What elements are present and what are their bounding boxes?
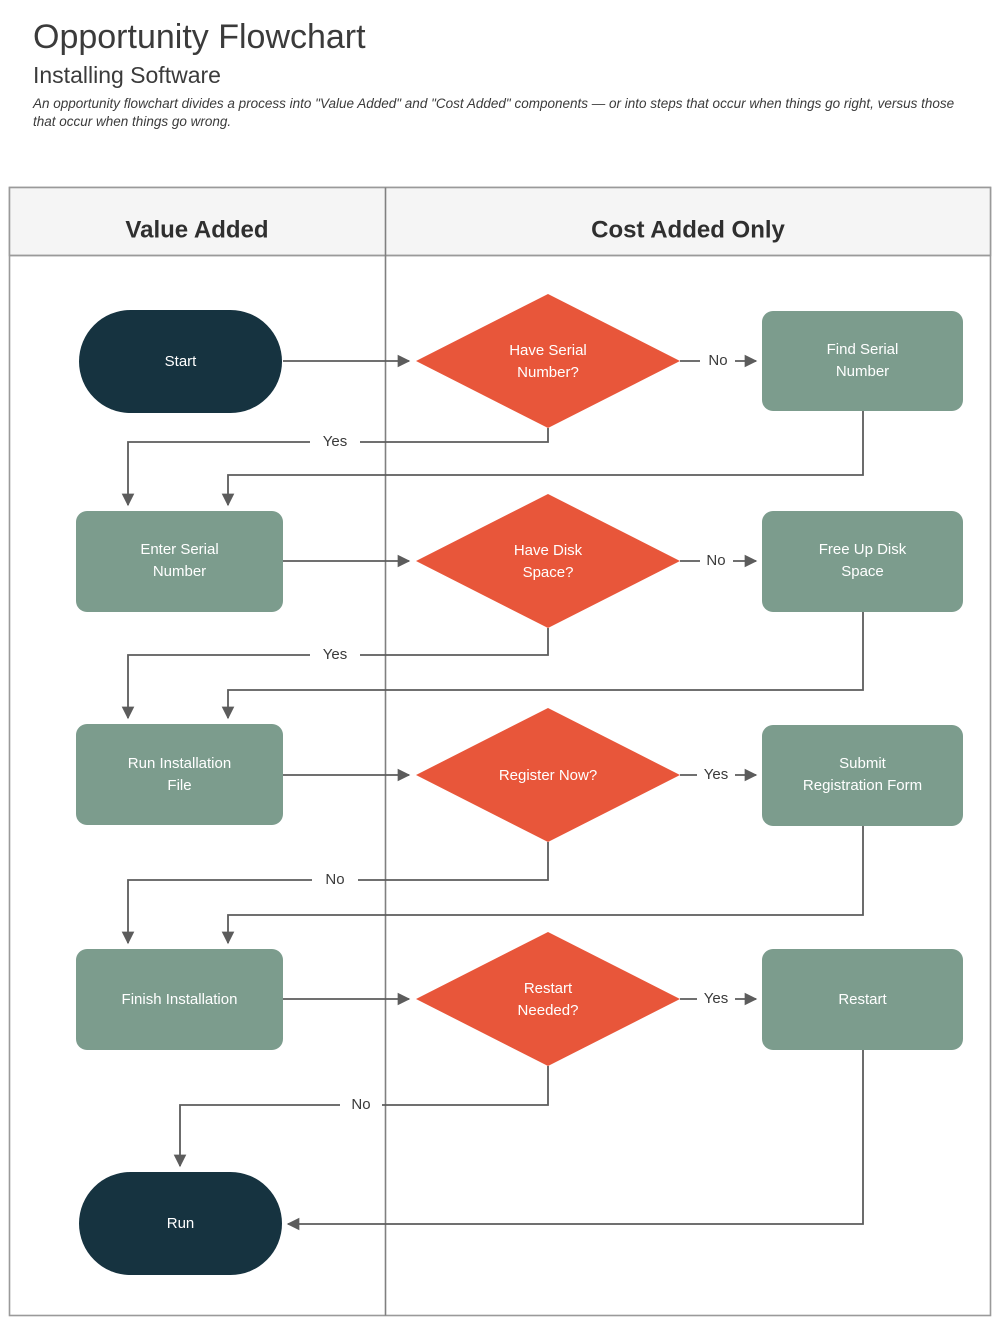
edge-restart-needed-no-run [180, 1066, 549, 1166]
page-description: An opportunity flowchart divides a proce… [33, 95, 955, 129]
node-restart-label: Restart [838, 991, 887, 1008]
node-register-now-label: Register Now? [499, 767, 597, 784]
node-enter-serial[interactable]: Enter Serial Number [76, 511, 283, 612]
node-have-disk-label-line1: Have Disk [514, 542, 583, 559]
node-find-serial-label-line1: Find Serial [827, 341, 899, 358]
edge-label-row3-no: No [325, 871, 344, 888]
node-have-serial[interactable]: Have Serial Number? [416, 294, 680, 428]
node-have-serial-shape [416, 294, 680, 428]
edge-have-disk-yes-run-install [128, 628, 549, 718]
node-register-now[interactable]: Register Now? [416, 708, 680, 842]
column-header-value-added: Value Added [125, 216, 268, 243]
header-band [8, 186, 992, 257]
node-free-disk[interactable]: Free Up Disk Space [762, 511, 963, 612]
node-finish-install[interactable]: Finish Installation [76, 949, 283, 1050]
node-find-serial[interactable]: Find Serial Number [762, 311, 963, 411]
node-free-disk-label-line2: Space [841, 563, 884, 580]
edge-submit-reg-to-finish-install [221, 826, 864, 945]
edge-label-row4-yes: Yes [704, 990, 728, 1007]
edge-label-layer: No Yes No Yes Yes No Yes No [323, 352, 728, 1113]
node-have-disk-label-line2: Space? [523, 564, 574, 581]
node-submit-reg-label-line1: Submit [839, 755, 887, 772]
edge-label-row1-no: No [708, 352, 727, 369]
page-title: Opportunity Flowchart [33, 18, 366, 56]
node-have-disk-shape [416, 494, 680, 628]
node-free-disk-label-line1: Free Up Disk [819, 541, 907, 558]
node-submit-reg-shape [762, 725, 963, 826]
node-run[interactable]: Run [79, 1172, 282, 1275]
edge-restart-to-run [286, 1050, 864, 1231]
node-submit-reg-label-line2: Registration Form [803, 777, 922, 794]
node-run-shape [79, 1172, 282, 1275]
node-restart-needed-shape [416, 932, 680, 1066]
node-run-install-shape [76, 724, 283, 825]
edge-label-row4-no: No [351, 1096, 370, 1113]
node-finish-install-label: Finish Installation [122, 991, 238, 1008]
node-restart-needed[interactable]: Restart Needed? [416, 932, 680, 1066]
node-finish-install-shape [76, 949, 283, 1050]
node-run-install-label-line1: Run Installation [128, 755, 231, 772]
node-free-disk-shape [762, 511, 963, 612]
node-have-disk[interactable]: Have Disk Space? [416, 494, 680, 628]
node-enter-serial-label-line2: Number [153, 563, 206, 580]
node-enter-serial-label-line1: Enter Serial [140, 541, 218, 558]
edge-register-now-no-finish-install [128, 842, 549, 943]
node-register-now-shape [416, 708, 680, 842]
node-run-install-label-line2: File [167, 777, 191, 794]
edge-find-serial-to-enter-serial [221, 411, 864, 507]
node-restart-needed-label-line1: Restart [524, 980, 573, 997]
node-start-label: Start [165, 353, 198, 370]
column-header-cost-added-only: Cost Added Only [591, 216, 785, 243]
node-have-serial-label-line1: Have Serial [509, 342, 587, 359]
node-run-install[interactable]: Run Installation File [76, 724, 283, 825]
edge-label-row2-no: No [706, 552, 725, 569]
node-run-label: Run [167, 1215, 195, 1232]
node-submit-reg[interactable]: Submit Registration Form [762, 725, 963, 826]
node-start[interactable]: Start [79, 310, 282, 413]
node-restart-shape [762, 949, 963, 1050]
edge-label-row1-yes: Yes [323, 433, 347, 450]
node-find-serial-shape [762, 311, 963, 411]
edge-label-row2-yes: Yes [323, 646, 347, 663]
edge-label-row3-yes: Yes [704, 766, 728, 783]
edge-free-disk-to-run-install [221, 612, 864, 720]
node-start-shape [79, 310, 282, 413]
node-restart[interactable]: Restart [762, 949, 963, 1050]
page-subtitle: Installing Software [33, 62, 221, 89]
connector-layer [128, 361, 864, 1231]
document-header: Opportunity Flowchart Installing Softwar… [33, 18, 978, 131]
node-enter-serial-shape [76, 511, 283, 612]
node-restart-needed-label-line2: Needed? [518, 1002, 579, 1019]
node-have-serial-label-line2: Number? [517, 364, 579, 381]
node-find-serial-label-line2: Number [836, 363, 889, 380]
edge-have-serial-yes-enter-serial [128, 428, 549, 505]
